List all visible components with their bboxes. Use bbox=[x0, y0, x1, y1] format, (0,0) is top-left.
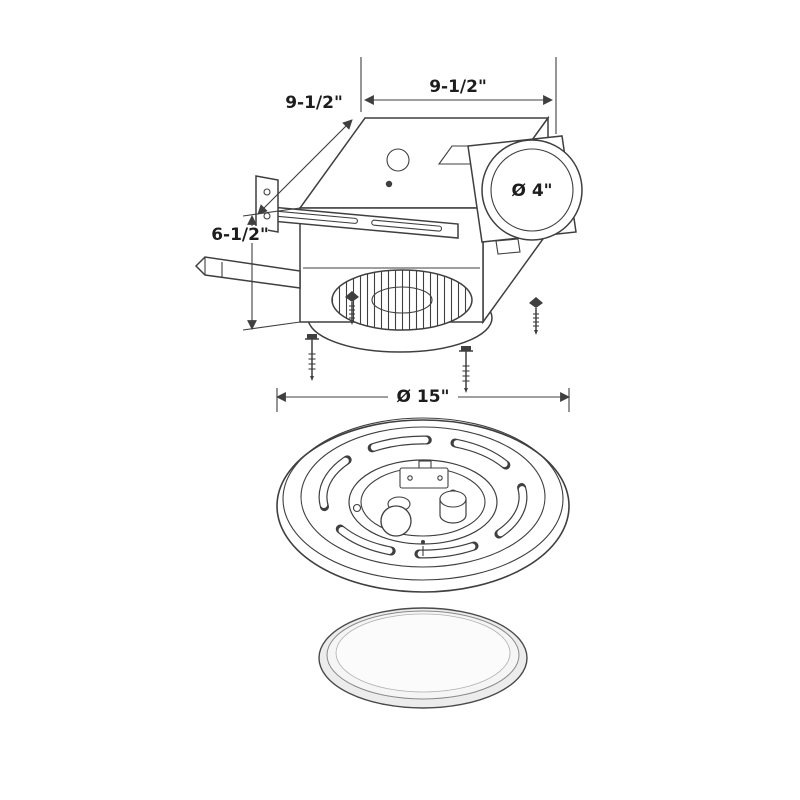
bracket-plate bbox=[255, 175, 279, 233]
pan-rivet bbox=[421, 540, 425, 544]
blower-hub bbox=[371, 286, 433, 314]
fan-housing-isometric-view: Ø 4" bbox=[194, 57, 583, 393]
top-knockout-hole bbox=[386, 148, 410, 172]
grille-face-view: Ø 15" bbox=[276, 387, 570, 593]
lens-inner bbox=[335, 613, 511, 693]
dim-label-top-width: 9-1/2" bbox=[429, 77, 487, 97]
grille-face-plate bbox=[300, 426, 546, 568]
mounting-screw bbox=[305, 334, 319, 381]
mounting-screw bbox=[345, 291, 359, 325]
dim-top-width: 9-1/2" bbox=[360, 57, 557, 134]
top-rivet bbox=[385, 180, 393, 188]
rail-body bbox=[194, 256, 301, 289]
duct-collar-inner bbox=[490, 148, 574, 232]
blower-wheel bbox=[331, 269, 473, 331]
mounting-screw bbox=[459, 346, 473, 393]
mounting-bracket-upper-left bbox=[255, 175, 279, 233]
dim-label-height: 6-1/2" bbox=[211, 225, 269, 245]
duct-collar-outer bbox=[481, 139, 583, 241]
lens-cover bbox=[318, 607, 528, 709]
dim-side-depth: 9-1/2" bbox=[257, 93, 353, 215]
pan-clip bbox=[352, 503, 362, 513]
mounting-screw bbox=[529, 297, 543, 335]
duct-plate-tab bbox=[495, 238, 521, 255]
dim-grille-diameter: Ø 15" bbox=[276, 387, 570, 412]
mounting-rail-lower bbox=[194, 256, 301, 289]
lamp-bracket bbox=[399, 460, 449, 489]
dim-label-grille-diameter: Ø 15" bbox=[397, 387, 450, 407]
dim-label-duct-diameter: Ø 4" bbox=[511, 181, 552, 201]
duct-outlet: Ø 4" bbox=[467, 135, 583, 255]
blower-wheel-fins bbox=[331, 269, 473, 331]
dim-height: 6-1/2" bbox=[211, 207, 301, 331]
rail-slot bbox=[371, 219, 443, 232]
dim-label-side-depth: 9-1/2" bbox=[285, 93, 343, 113]
lamp-bulb-left bbox=[380, 496, 412, 537]
lamp-socket-right bbox=[439, 489, 467, 524]
grille-rim-inner-edge bbox=[282, 417, 564, 581]
